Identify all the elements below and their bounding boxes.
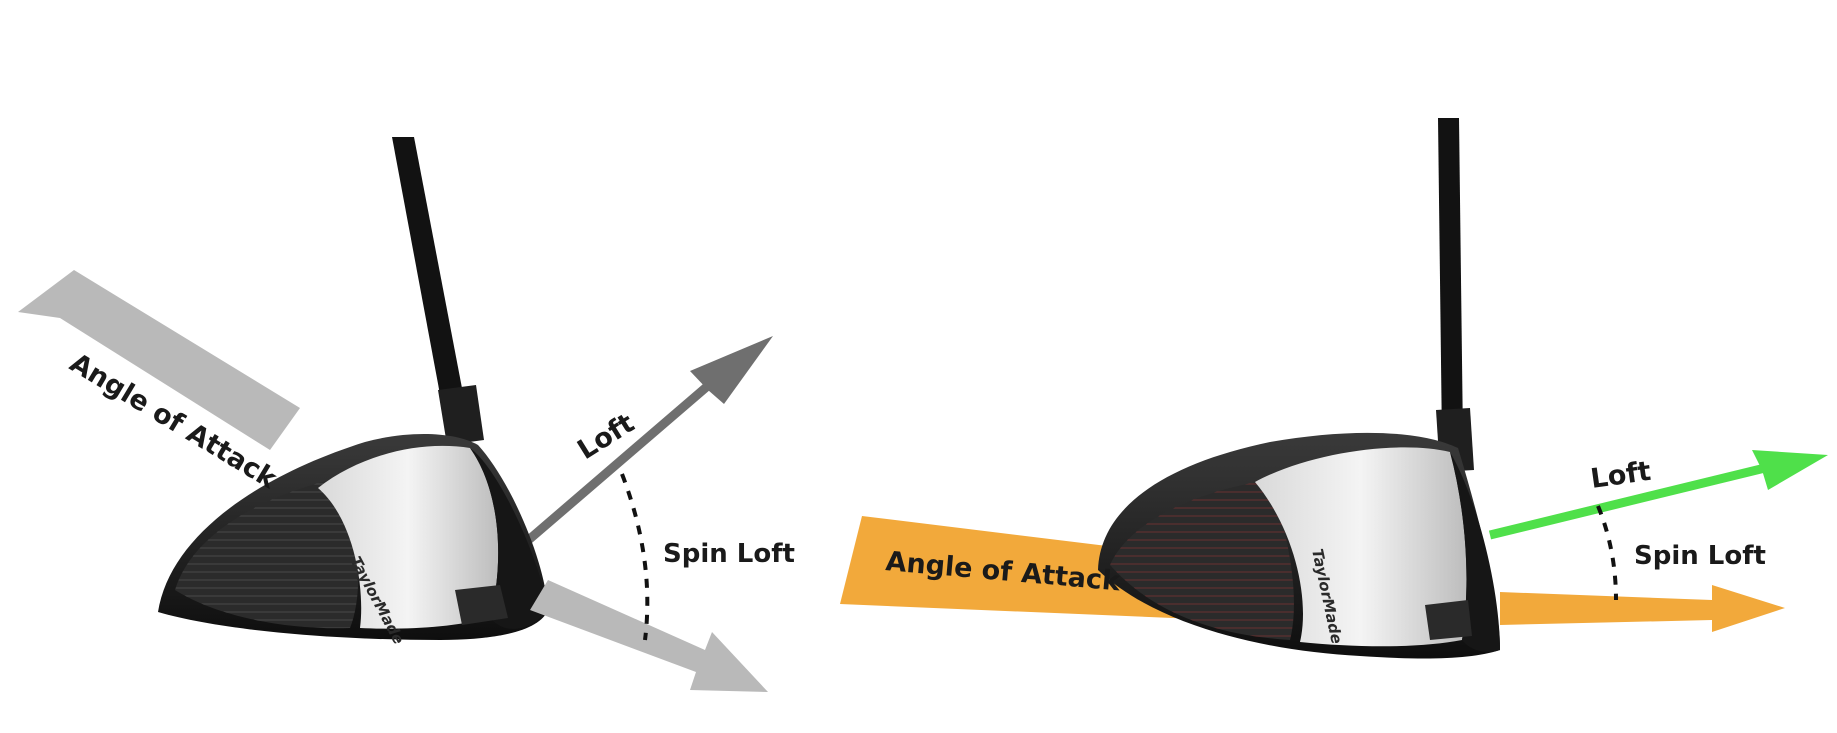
right-shaft <box>1438 118 1463 442</box>
left-diagram: TaylorMade Angle of Attack Loft Spin Lof… <box>18 137 795 692</box>
right-loft-arrow <box>1488 450 1828 540</box>
right-attack-arrow-tail <box>840 516 1222 620</box>
left-loft-arrow <box>522 336 773 547</box>
right-diagram: TaylorMade Angle of Attack Loft Spin Lof… <box>840 118 1828 659</box>
right-spin-loft-arc <box>1596 505 1618 601</box>
left-spin-loft-label: Spin Loft <box>663 539 795 569</box>
right-attack-arrow-head <box>1500 585 1785 632</box>
left-attack-arrow-head <box>530 580 768 692</box>
left-attack-arrow-tail <box>18 270 300 450</box>
left-hosel <box>438 385 484 445</box>
left-driver-head: TaylorMade <box>158 434 548 647</box>
right-spin-loft-label: Spin Loft <box>1634 541 1766 571</box>
left-spin-loft-arc <box>620 473 650 641</box>
right-loft-label: Loft <box>1589 456 1653 495</box>
left-shaft <box>392 137 470 432</box>
right-driver-head: TaylorMade <box>1098 432 1500 659</box>
